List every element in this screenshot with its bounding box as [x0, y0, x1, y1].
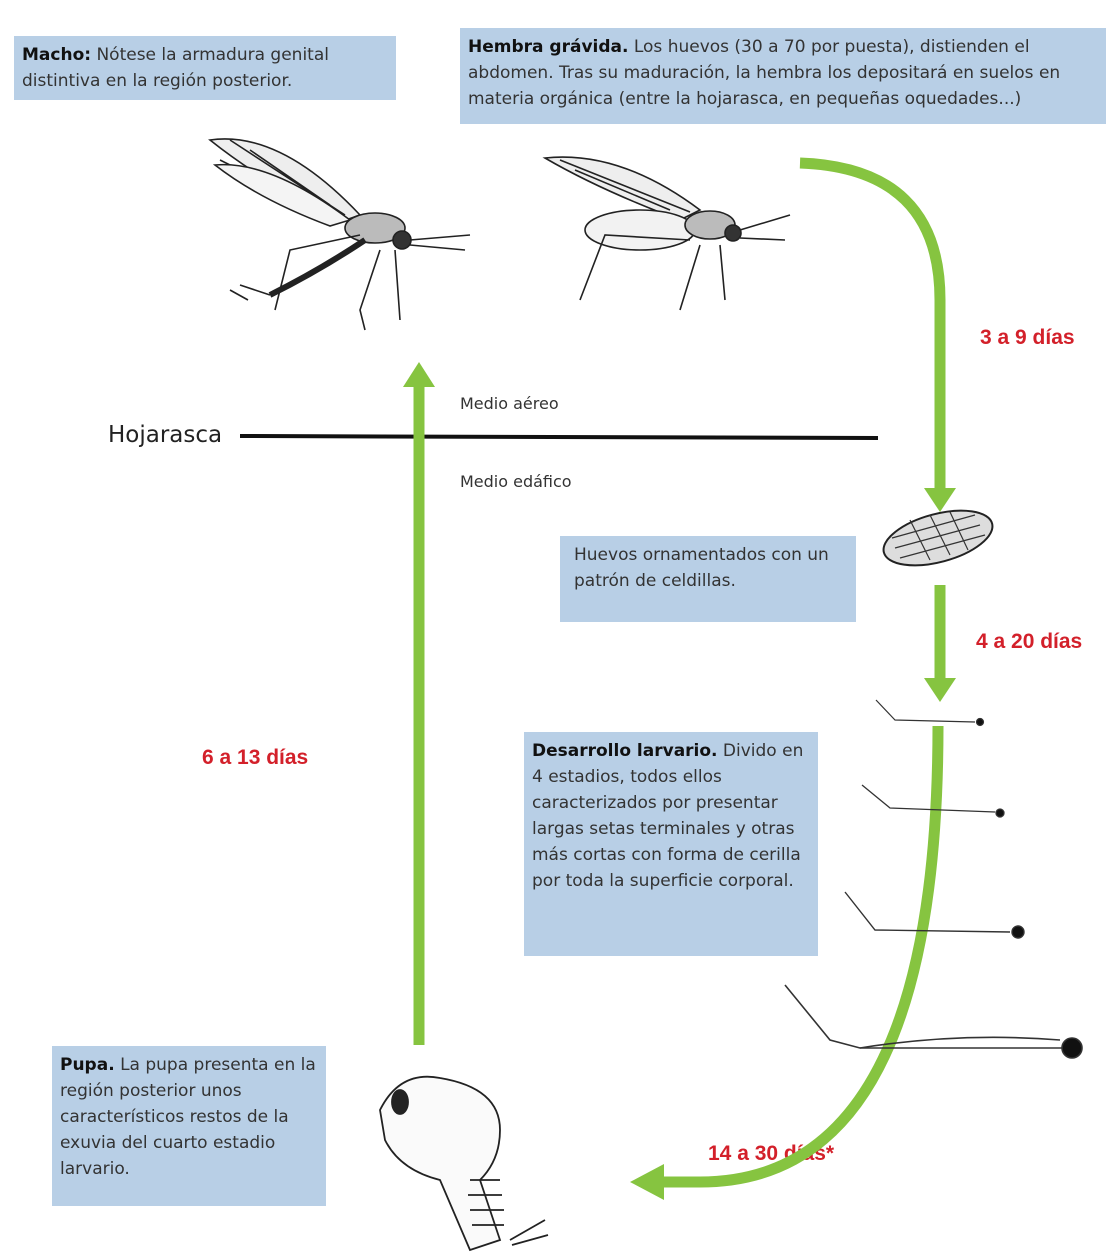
arrow-adult-to-eggs [800, 163, 940, 490]
arrowhead-pupa-to-adult [403, 362, 435, 387]
male-mosquito-drawing [210, 139, 470, 330]
hojarasca-line [240, 436, 878, 438]
egg-drawing [878, 500, 999, 575]
larva-stage-3-drawing [845, 892, 1024, 938]
pupa-drawing [380, 1077, 548, 1250]
larva-stage-1-drawing [876, 700, 984, 726]
arrowhead-adult-to-eggs [924, 488, 956, 512]
arrowhead-larva-to-pupa [630, 1164, 664, 1200]
arrowhead-eggs-to-larva [924, 678, 956, 702]
arrow-larva-to-pupa [662, 726, 938, 1182]
female-mosquito-drawing [545, 157, 790, 310]
larva-stage-4-drawing [785, 985, 1082, 1058]
